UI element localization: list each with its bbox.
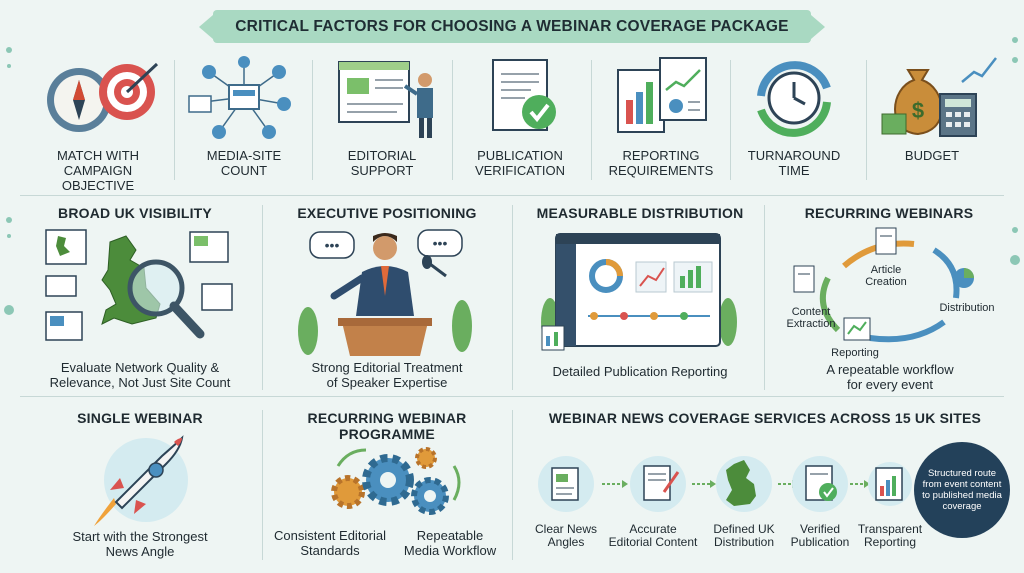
speaker-podium-icon: ••• •••	[298, 229, 472, 356]
caption-consistent-editorial-standards: Consistent Editorial Standards	[274, 528, 386, 558]
money-bag-calculator-icon: $	[881, 57, 997, 137]
svg-text:•••: •••	[433, 235, 448, 251]
svg-text:$: $	[912, 98, 924, 123]
svg-text:•••: •••	[325, 237, 340, 253]
uk-map-magnifier-icon	[45, 229, 233, 341]
network-icon	[188, 56, 291, 139]
factor-publication-verification: PUBLICATION VERIFICATION	[450, 52, 590, 192]
gears-icon	[331, 447, 461, 515]
factor-budget: $ BUDGET	[862, 52, 1002, 192]
recurring-step-reporting: Reporting	[831, 347, 879, 359]
presenter-board-icon	[338, 61, 433, 138]
caption-single-webinar: Start with the Strongest News Angle	[72, 529, 208, 559]
factor-campaign-objective: MATCH WITH CAMPAIGN OBJECTIVE	[28, 52, 168, 193]
reporting-dashboard-icon	[541, 233, 737, 351]
section-title-broad-uk-visibility: BROAD UK VISIBILITY	[58, 205, 212, 221]
verified-document-icon	[492, 59, 556, 131]
factor-label: MEDIA-SITE COUNT	[206, 148, 282, 178]
factor-label: BUDGET	[904, 148, 960, 163]
compass-target-icon	[47, 62, 159, 132]
services-flow-icons	[538, 456, 912, 512]
service-step-clear-news-angles: Clear News Angles	[534, 522, 597, 549]
factor-turnaround-time: TURNAROUND TIME	[724, 52, 864, 192]
section-title-single-webinar: SINGLE WEBINAR	[77, 410, 203, 426]
section-title-executive-positioning: EXECUTIVE POSITIONING	[297, 205, 477, 221]
section-title-recurring-webinars: RECURRING WEBINARS	[804, 205, 974, 221]
structured-route-note: Structured route from event content to p…	[914, 442, 1010, 538]
factor-reporting-requirements: REPORTING REQUIREMENTS	[591, 52, 731, 192]
factor-media-site-count: MEDIA-SITE COUNT	[174, 52, 314, 192]
caption-measurable-distribution: Detailed Publication Reporting	[552, 364, 728, 379]
caption-repeatable-media-workflow: Repeatable Media Workflow	[403, 528, 497, 558]
service-step-accurate-editorial-content: Accurate Editorial Content	[608, 522, 698, 549]
recurring-step-content-extraction: Content Extraction	[786, 306, 836, 330]
factor-label: TURNAROUND TIME	[747, 148, 841, 178]
workflow-cycle-icon	[793, 227, 974, 343]
factor-label: MATCH WITH CAMPAIGN OBJECTIVE	[56, 148, 140, 193]
recurring-step-distribution: Distribution	[939, 302, 995, 314]
caption-executive-positioning: Strong Editorial Treatment of Speaker Ex…	[311, 360, 463, 390]
factor-editorial-support: EDITORIAL SUPPORT	[312, 52, 452, 192]
report-charts-icon	[617, 57, 707, 133]
service-step-transparent-reporting: Transparent Reporting	[857, 522, 923, 549]
factor-label: EDITORIAL SUPPORT	[347, 148, 417, 178]
page-title-banner: CRITICAL FACTORS FOR CHOOSING A WEBINAR …	[199, 10, 825, 43]
factor-label: REPORTING REQUIREMENTS	[608, 148, 714, 178]
section-title-measurable-distribution: MEASURABLE DISTRIBUTION	[536, 205, 744, 221]
rocket-icon	[94, 435, 188, 526]
caption-broad-uk-visibility: Evaluate Network Quality & Relevance, No…	[49, 360, 231, 390]
clock-cycle-icon	[757, 61, 831, 137]
decorative-dots-left	[4, 47, 14, 315]
service-step-verified-publication: Verified Publication	[790, 522, 850, 549]
factor-label: PUBLICATION VERIFICATION	[474, 148, 566, 178]
caption-recurring-webinars: A repeatable workflow for every event	[826, 362, 954, 392]
section-title-webinar-news-coverage-services: WEBINAR NEWS COVERAGE SERVICES ACROSS 15…	[548, 410, 982, 426]
recurring-step-article-creation: Article Creation	[865, 264, 907, 288]
decorative-dots-right	[1010, 37, 1020, 265]
section-title-recurring-webinar-programme: RECURRING WEBINAR PROGRAMME	[307, 410, 467, 442]
service-step-defined-uk-distribution: Defined UK Distribution	[713, 522, 775, 549]
